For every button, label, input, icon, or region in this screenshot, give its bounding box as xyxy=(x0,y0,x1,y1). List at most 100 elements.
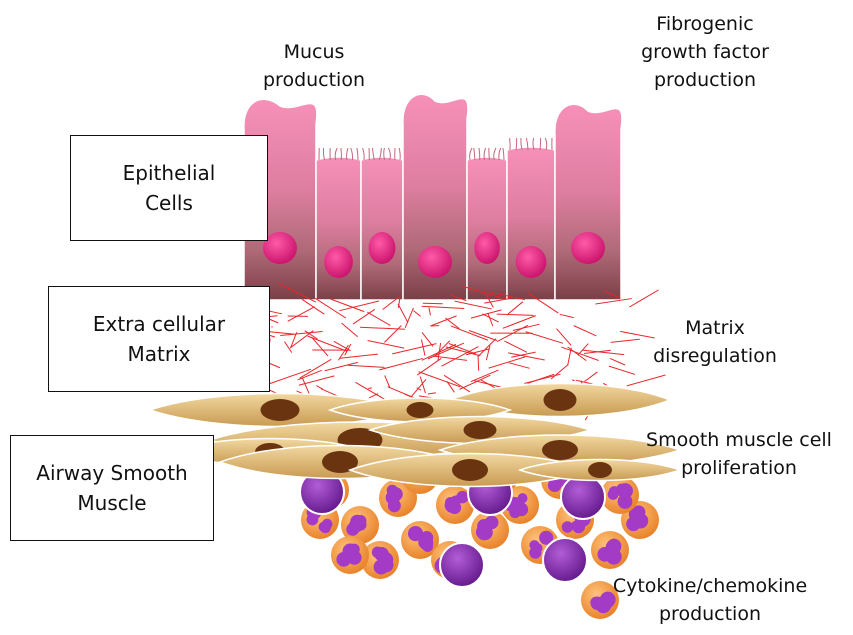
matrix-fiber xyxy=(441,347,478,367)
matrix-fiber xyxy=(419,372,460,387)
matrix-fiber xyxy=(421,339,425,355)
cilium xyxy=(533,138,534,150)
lymphocyte xyxy=(543,538,587,582)
eosinophil-lobe xyxy=(509,507,520,518)
matrix-fiber xyxy=(422,332,433,346)
eosinophil-lobe xyxy=(408,526,423,541)
matrix-fiber xyxy=(551,364,568,379)
matrix-fiber xyxy=(348,365,385,367)
eosinophil-lobe xyxy=(336,552,351,567)
eosinophil-lobe xyxy=(477,527,490,540)
eosinophil-lobe xyxy=(355,515,366,526)
airway-smooth-muscle-box: Airway Smooth Muscle xyxy=(10,435,214,541)
matrix-fiber xyxy=(398,304,408,323)
smooth-muscle-nucleus xyxy=(407,402,434,418)
cytokine-chemokine-label: Cytokine/chemokine production xyxy=(600,572,820,628)
matrix-fiber xyxy=(417,358,441,375)
matrix-fiber xyxy=(451,326,488,340)
matrix-fiber xyxy=(392,344,436,354)
epithelial-cell xyxy=(467,157,507,300)
smooth-muscle-nucleus xyxy=(588,462,612,478)
cilium xyxy=(516,138,517,150)
matrix-fiber xyxy=(300,359,332,378)
eosinophil-lobe xyxy=(388,499,401,512)
matrix-fiber xyxy=(315,298,346,318)
cilium xyxy=(384,148,385,160)
epithelial-cells-box: Epithelial Cells xyxy=(70,135,268,241)
matrix-fiber xyxy=(368,388,372,389)
matrix-fiber xyxy=(429,308,431,316)
matrix-fiber xyxy=(308,336,347,351)
smooth-muscle-nucleus xyxy=(544,389,577,411)
smooth-muscle-cells xyxy=(150,384,680,487)
cilium xyxy=(510,138,511,150)
cilium xyxy=(540,138,541,150)
matrix-fiber xyxy=(488,313,493,326)
matrix-fiber xyxy=(340,354,378,358)
cell-nucleus xyxy=(263,232,297,264)
epithelial-cell-layer xyxy=(244,94,622,300)
matrix-fiber xyxy=(572,380,574,381)
mucus-production-label: Mucus production xyxy=(244,38,384,94)
matrix-fiber xyxy=(504,341,527,352)
matrix-fiber xyxy=(629,290,658,307)
smooth-muscle-proliferation-label: Smooth muscle cell proliferation xyxy=(626,426,852,482)
extracellular-matrix-box: Extra cellular Matrix xyxy=(48,286,270,392)
matrix-fiber xyxy=(611,339,640,342)
matrix-fiber xyxy=(513,324,540,330)
eosinophil-lobe xyxy=(379,558,394,573)
smooth-muscle-nucleus xyxy=(464,421,497,439)
matrix-fiber xyxy=(489,357,525,368)
matrix-fiber xyxy=(509,363,530,369)
matrix-fiber xyxy=(507,302,523,315)
matrix-fiber xyxy=(369,394,378,398)
matrix-fiber xyxy=(342,323,358,337)
smooth-muscle-nucleus xyxy=(452,459,488,481)
eosinophil-lobe xyxy=(518,493,528,503)
eosinophil-lobe xyxy=(609,486,620,497)
matrix-fiber xyxy=(471,370,499,382)
smooth-muscle-nucleus xyxy=(542,440,578,460)
cell-nucleus xyxy=(369,232,396,264)
matrix-fiber xyxy=(556,329,571,346)
eosinophil xyxy=(331,536,369,574)
matrix-fiber xyxy=(428,393,436,394)
matrix-disregulation-label: Matrix disregulation xyxy=(640,314,790,370)
eosinophil-lobe xyxy=(606,549,622,565)
matrix-fiber xyxy=(560,314,574,317)
lymphocyte xyxy=(561,475,605,519)
cilium xyxy=(489,148,490,160)
lymphocyte xyxy=(440,543,484,587)
eosinophil xyxy=(471,511,509,549)
cell-nucleus xyxy=(324,246,353,278)
matrix-fiber xyxy=(422,306,465,308)
eosinophil-lobe xyxy=(448,501,461,514)
eosinophil xyxy=(591,531,629,569)
matrix-fiber xyxy=(311,337,328,356)
cilium xyxy=(399,148,400,160)
matrix-fiber xyxy=(561,347,598,360)
matrix-fiber xyxy=(585,372,598,382)
matrix-fiber xyxy=(405,308,413,328)
matrix-fiber xyxy=(627,375,666,386)
epithelial-cells-label: Epithelial Cells xyxy=(123,158,216,218)
epithelial-cell xyxy=(361,157,403,300)
airway-smooth-muscle-label: Airway Smooth Muscle xyxy=(36,458,187,518)
epithelial-cell xyxy=(316,157,361,300)
matrix-fiber xyxy=(385,375,390,388)
eosinophil-lobe xyxy=(529,547,541,559)
matrix-fiber xyxy=(497,314,534,315)
eosinophil-lobe xyxy=(322,519,333,530)
cilium xyxy=(363,148,365,160)
matrix-fiber xyxy=(413,311,420,317)
matrix-fiber xyxy=(610,358,625,365)
cell-nucleus xyxy=(516,246,547,278)
matrix-fiber xyxy=(574,326,597,336)
matrix-fiber xyxy=(478,339,496,357)
fibrogenic-growth-factor-label: Fibrogenic growth factor production xyxy=(610,10,800,94)
epithelial-cell xyxy=(555,104,622,300)
cilium xyxy=(357,148,358,160)
cell-nucleus xyxy=(571,232,605,264)
matrix-fiber xyxy=(367,312,390,325)
cell-nucleus xyxy=(474,232,500,264)
